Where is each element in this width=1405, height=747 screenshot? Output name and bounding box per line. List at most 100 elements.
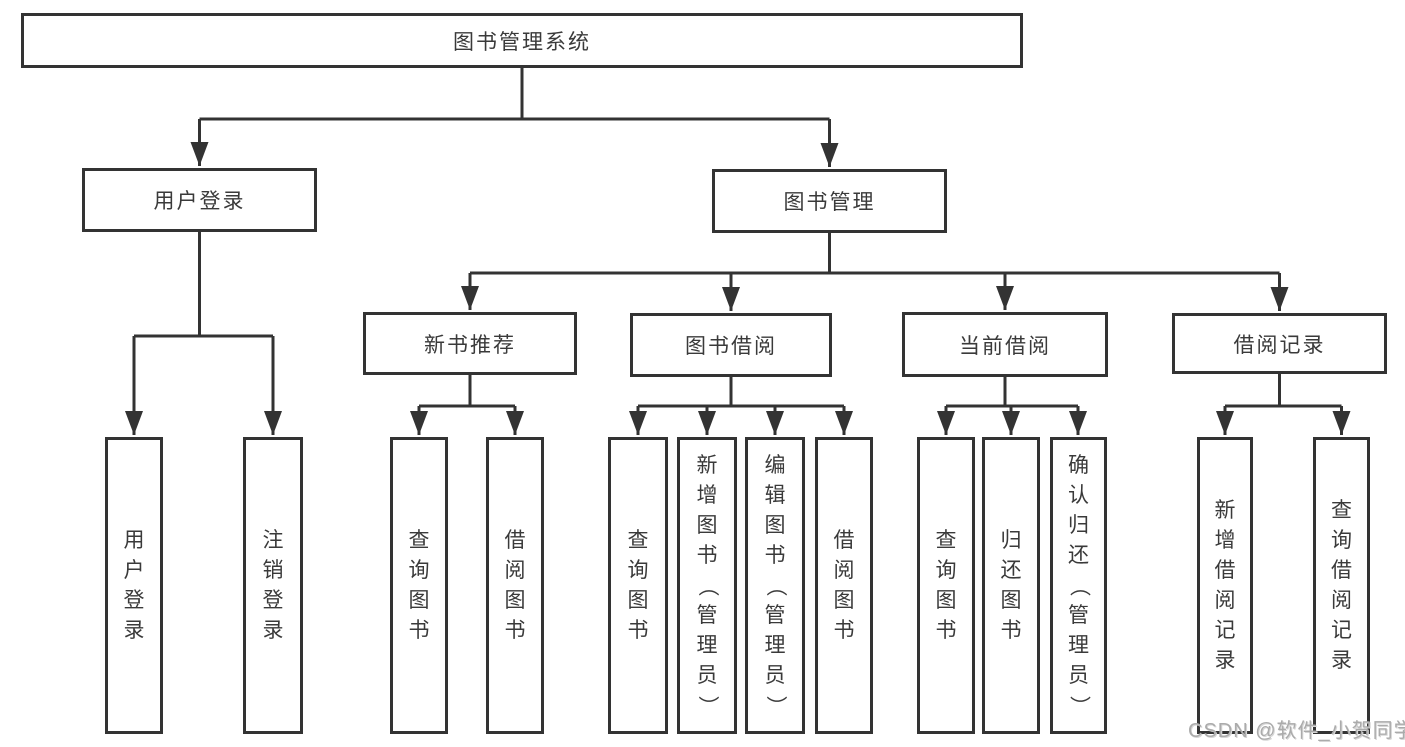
- vertical-char: 录: [1331, 648, 1352, 672]
- vertical-char: （: [696, 575, 719, 596]
- node-new-books: 新书推荐: [363, 312, 577, 375]
- vertical-char: 书: [833, 618, 855, 642]
- leaf-edit-book-admin: 编辑图书 （ 管理员 ）: [745, 437, 805, 734]
- vertical-char: 销: [262, 558, 284, 582]
- leaf-query-books-3: 查询图书: [917, 437, 975, 734]
- vertical-char: 书: [696, 543, 718, 567]
- connector-root-to-level2: [199, 68, 830, 121]
- vertical-char: ）: [696, 695, 719, 716]
- vertical-char: ）: [1067, 695, 1091, 716]
- leaf-borrow-books-2: 借阅图书: [815, 437, 873, 734]
- vertical-char: 图: [1000, 588, 1022, 612]
- vertical-char: 确: [1068, 453, 1089, 477]
- vertical-char: 借: [504, 528, 526, 552]
- vertical-char: 归: [1000, 528, 1022, 552]
- vertical-char: 图: [504, 588, 526, 612]
- vertical-char: （: [1067, 575, 1091, 596]
- connector-current-borrow-branch: [946, 377, 1078, 408]
- vertical-char: 书: [1000, 618, 1022, 642]
- vertical-char: 询: [1331, 528, 1352, 552]
- vertical-char: 录: [1214, 648, 1236, 672]
- vertical-char: 借: [1214, 558, 1236, 582]
- vertical-char: 图: [764, 513, 786, 537]
- vertical-char: 查: [627, 528, 649, 552]
- vertical-char: 询: [408, 558, 430, 582]
- vertical-char: 图: [833, 588, 855, 612]
- vertical-char: 还: [1000, 558, 1022, 582]
- vertical-char: 新: [1214, 498, 1236, 522]
- connector-book-borrow-branch: [638, 377, 844, 408]
- connector-borrow-records-branch: [1225, 373, 1342, 408]
- vertical-char: 员: [764, 663, 786, 687]
- vertical-char: 图: [935, 588, 957, 612]
- vertical-char: 记: [1331, 618, 1352, 642]
- leaf-add-book-admin: 新增图书 （ 管理员 ）: [677, 437, 737, 734]
- vertical-char: 管: [696, 603, 718, 627]
- vertical-char: 归: [1068, 513, 1089, 537]
- vertical-char: 登: [262, 588, 284, 612]
- vertical-char: 理: [696, 633, 718, 657]
- vertical-char: 阅: [833, 558, 855, 582]
- vertical-char: 阅: [504, 558, 526, 582]
- vertical-char: 登: [123, 588, 145, 612]
- vertical-char: 阅: [1214, 588, 1236, 612]
- vertical-char: 查: [408, 528, 430, 552]
- node-book-borrow: 图书借阅: [630, 313, 832, 377]
- vertical-char: 新: [696, 453, 718, 477]
- leaf-user-login: 用户登录: [105, 437, 163, 734]
- connector-book-management-branch: [470, 233, 1280, 275]
- vertical-char: 编: [764, 453, 786, 477]
- vertical-char: 图: [408, 588, 430, 612]
- vertical-char: 增: [1214, 528, 1236, 552]
- vertical-char: 认: [1068, 483, 1089, 507]
- connector-user-login-branch: [134, 232, 273, 338]
- vertical-char: 图: [696, 513, 718, 537]
- node-user-login: 用户登录: [82, 168, 317, 232]
- vertical-char: 增: [696, 483, 718, 507]
- vertical-char: 书: [504, 618, 526, 642]
- vertical-char: 户: [123, 558, 145, 582]
- vertical-char: 询: [627, 558, 649, 582]
- vertical-char: 书: [935, 618, 957, 642]
- leaf-query-borrow-record: 查询借阅记录: [1313, 437, 1370, 734]
- vertical-char: 理: [1068, 633, 1089, 657]
- vertical-char: 管: [1068, 603, 1089, 627]
- vertical-char: 书: [764, 543, 786, 567]
- vertical-char: 录: [123, 618, 145, 642]
- connector-new-books-branch: [419, 375, 515, 408]
- vertical-char: 图: [627, 588, 649, 612]
- vertical-char: 管: [764, 603, 786, 627]
- watermark: CSDN @软件_小贺同学: [1188, 720, 1405, 742]
- vertical-char: 理: [764, 633, 786, 657]
- node-borrow-records: 借阅记录: [1172, 313, 1387, 374]
- vertical-char: 查: [935, 528, 957, 552]
- vertical-char: 记: [1214, 618, 1236, 642]
- node-root-title: 图书管理系统: [21, 13, 1023, 68]
- node-book-management: 图书管理: [712, 169, 947, 233]
- vertical-char: 用: [123, 528, 145, 552]
- leaf-query-books-2: 查询图书: [608, 437, 668, 734]
- vertical-char: 注: [262, 528, 284, 552]
- leaf-confirm-return-admin: 确认归还 （ 管理员 ）: [1050, 437, 1107, 734]
- node-current-borrow: 当前借阅: [902, 312, 1108, 377]
- vertical-char: 辑: [764, 483, 786, 507]
- vertical-char: 借: [1331, 558, 1352, 582]
- vertical-char: 借: [833, 528, 855, 552]
- vertical-char: 员: [1068, 663, 1089, 687]
- vertical-char: 查: [1331, 498, 1352, 522]
- vertical-char: （: [764, 575, 787, 596]
- vertical-char: 录: [262, 618, 284, 642]
- vertical-char: 询: [935, 558, 957, 582]
- vertical-char: 还: [1068, 543, 1089, 567]
- leaf-return-book: 归还图书: [982, 437, 1040, 734]
- vertical-char: 书: [408, 618, 430, 642]
- leaf-query-books-1: 查询图书: [390, 437, 448, 734]
- vertical-char: 员: [696, 663, 718, 687]
- leaf-add-borrow-record: 新增借阅记录: [1197, 437, 1253, 734]
- leaf-borrow-books-1: 借阅图书: [486, 437, 544, 734]
- leaf-logout: 注销登录: [243, 437, 303, 734]
- vertical-char: ）: [764, 695, 787, 716]
- vertical-char: 书: [627, 618, 649, 642]
